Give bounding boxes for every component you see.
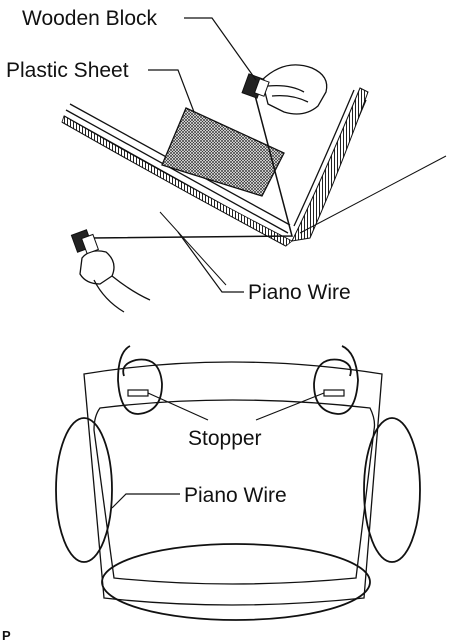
stopper-right xyxy=(323,389,345,397)
figure-tag: P xyxy=(2,628,11,643)
body-frame-hatched xyxy=(291,87,369,242)
label-wooden-block: Wooden Block xyxy=(22,7,158,30)
upper-hand xyxy=(261,64,328,115)
leader-piano-wire-bottom xyxy=(111,493,180,509)
leader-wooden-block xyxy=(184,17,257,81)
plastic-sheet xyxy=(161,107,285,197)
body-flange xyxy=(61,115,293,247)
label-piano-wire-top: Piano Wire xyxy=(248,281,351,304)
label-piano-wire-bottom: Piano Wire xyxy=(184,484,287,507)
label-stopper: Stopper xyxy=(188,427,262,450)
leader-plastic-sheet xyxy=(148,69,195,113)
piano-wire-top xyxy=(90,83,293,239)
label-plastic-sheet: Plastic Sheet xyxy=(6,59,129,82)
reference-line-right xyxy=(299,155,447,234)
leader-piano-wire-top xyxy=(177,231,244,293)
piano-wire-loops xyxy=(55,345,421,621)
lower-wooden-block xyxy=(70,229,100,255)
stopper-left xyxy=(127,389,149,397)
reference-line-left xyxy=(159,211,227,286)
upper-wooden-block xyxy=(241,73,270,99)
leader-stopper xyxy=(147,392,325,421)
lower-hand xyxy=(79,250,151,313)
